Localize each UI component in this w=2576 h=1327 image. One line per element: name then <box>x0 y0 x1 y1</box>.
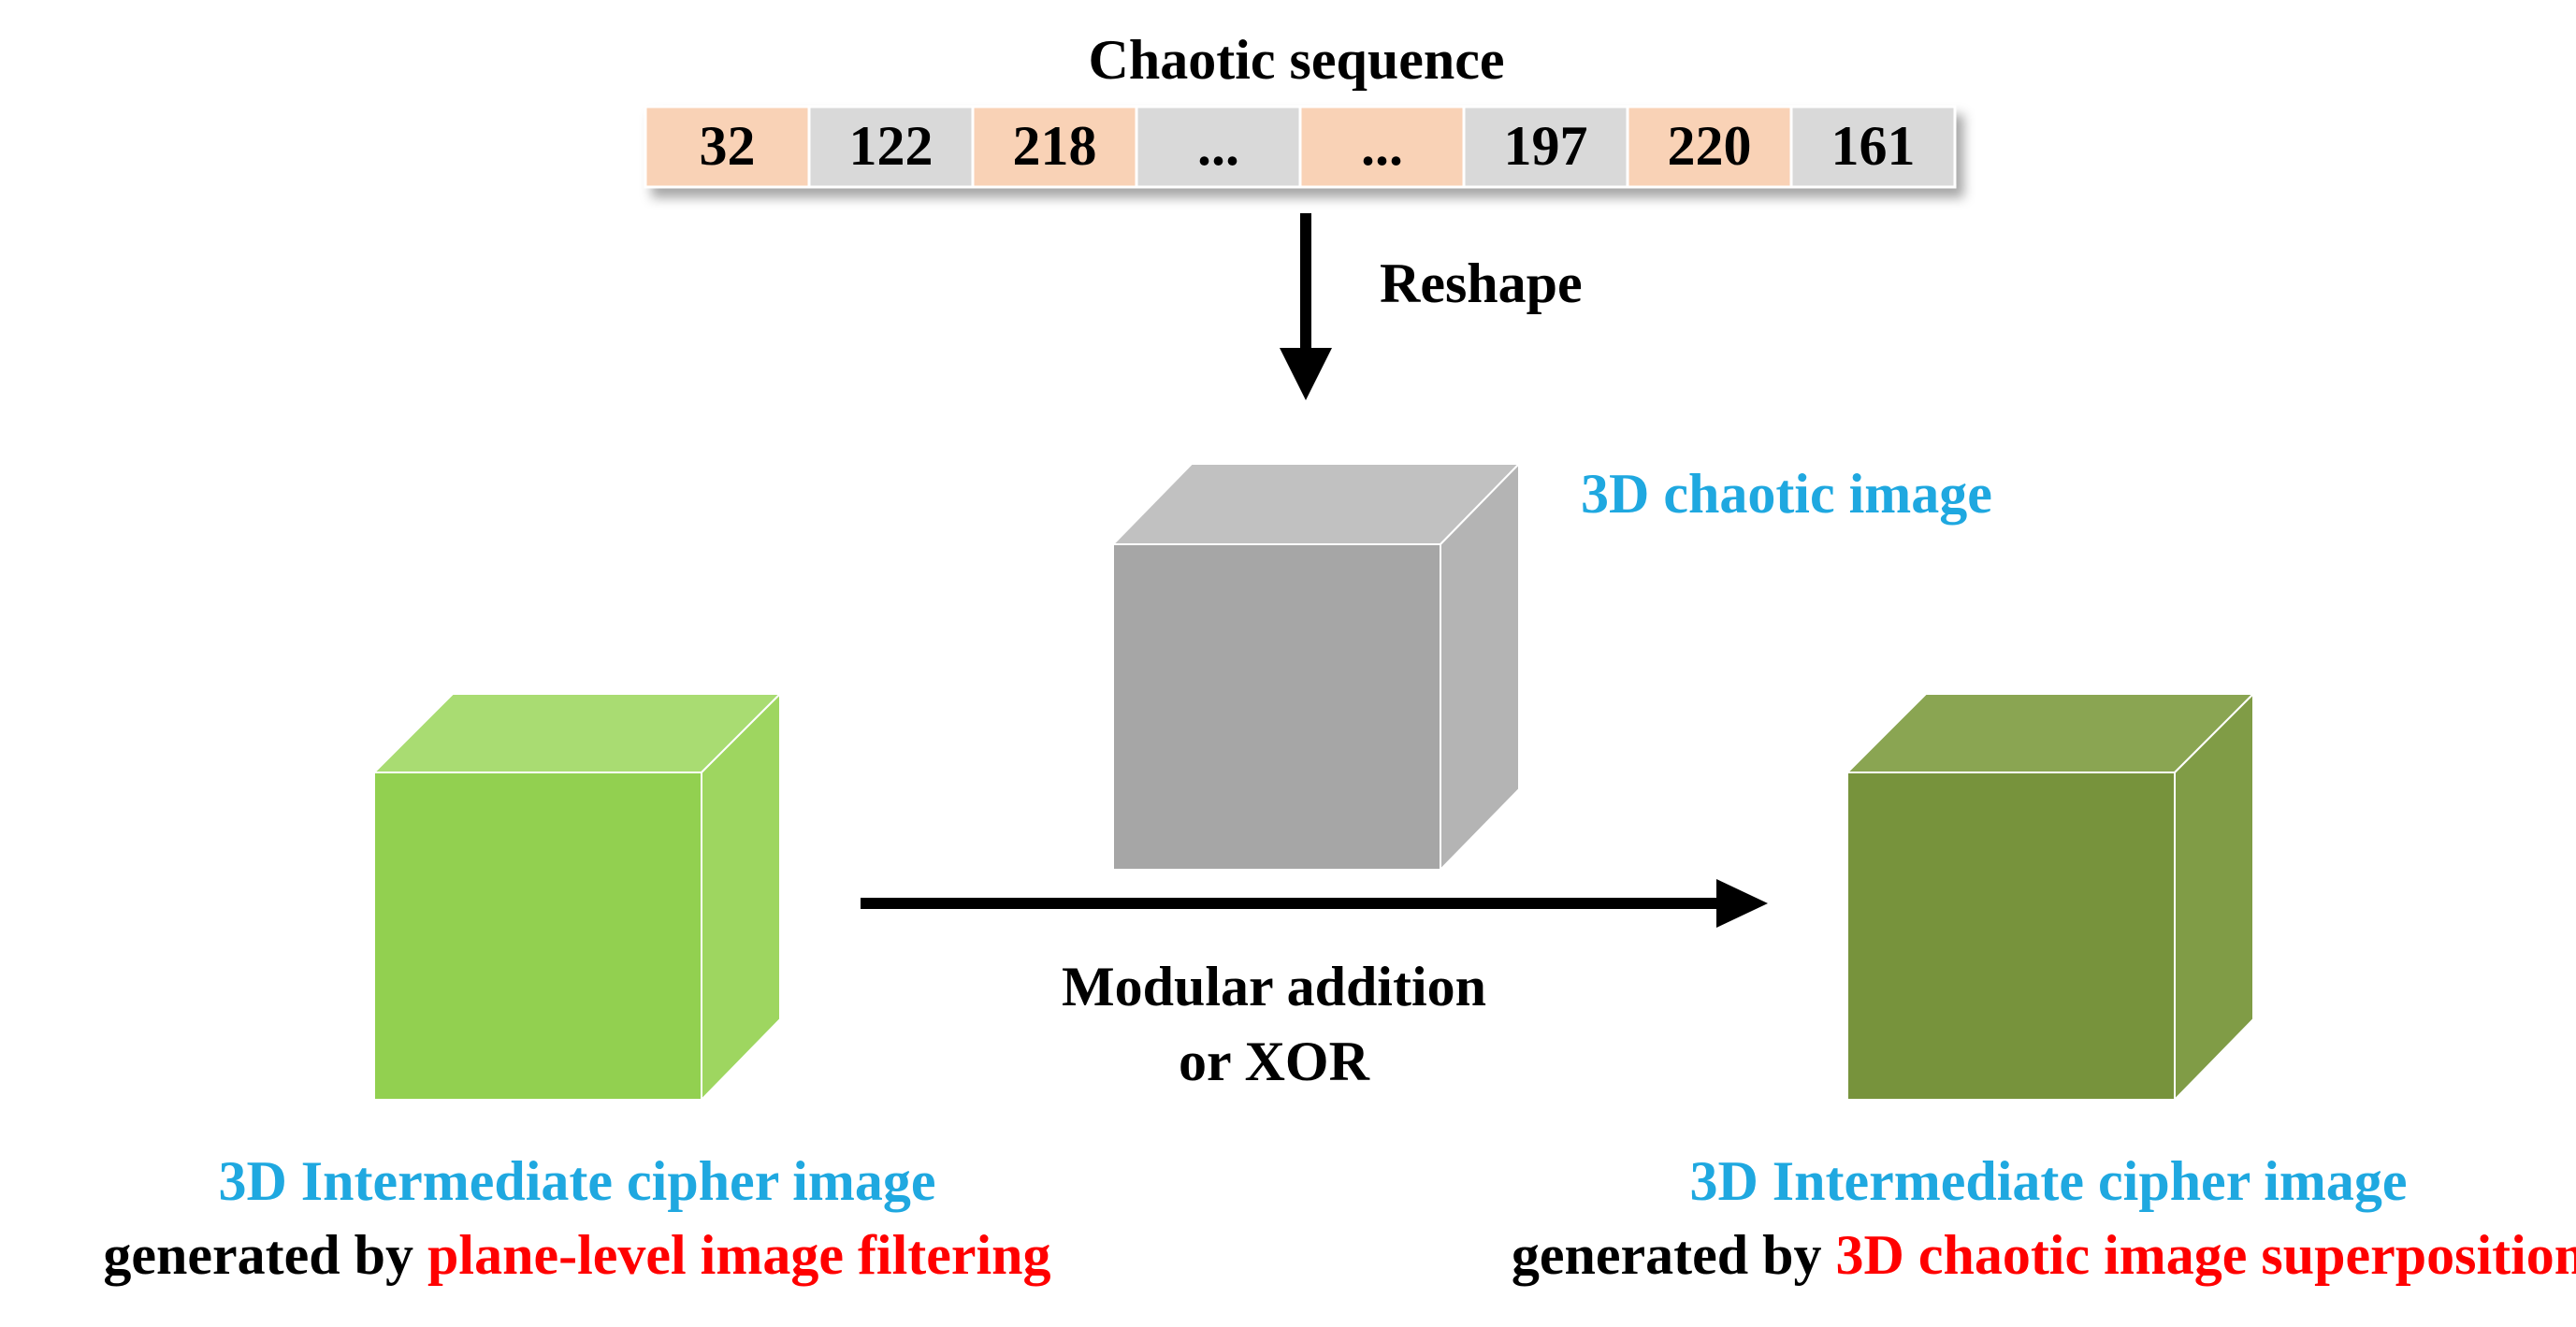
sequence-cell <box>1789 105 1957 189</box>
left-caption-highlight: plane-level image filtering <box>427 1224 1051 1286</box>
reshape-label: Reshape <box>1380 252 1583 314</box>
left-caption-prefix: generated by <box>103 1224 427 1286</box>
operation-label-line2: or XOR <box>1179 1031 1370 1092</box>
reshape-arrow <box>1280 213 1332 400</box>
sequence-cell-value: 220 <box>1668 115 1752 177</box>
chaotic-cube-label: 3D chaotic image <box>1581 463 1992 525</box>
sequence-cell-value: 122 <box>849 115 933 177</box>
sequence-cell-value: ... <box>1361 115 1403 177</box>
sequence-cell <box>644 105 811 189</box>
sequence-cell <box>971 105 1138 189</box>
sequence-cell-value: ... <box>1197 115 1239 177</box>
left-caption-description: generated by plane-level image filtering <box>103 1224 1050 1286</box>
sequence-cell-value: 218 <box>1013 115 1097 177</box>
operation-arrow <box>861 879 1768 928</box>
sequence-title: Chaotic sequence <box>1089 29 1505 91</box>
operation-label-line1: Modular addition <box>1062 956 1486 1017</box>
sequence-cell <box>1626 105 1793 189</box>
right-cipher-cube <box>1845 691 2256 1103</box>
sequence-cell <box>1298 105 1466 189</box>
sequence-cell <box>807 105 975 189</box>
sequence-cell-value: 32 <box>700 115 756 177</box>
right-caption-prefix: generated by <box>1512 1224 1836 1286</box>
right-caption-title: 3D Intermediate cipher image <box>1689 1150 2407 1212</box>
sequence-strip <box>644 105 1957 189</box>
sequence-cell <box>1462 105 1629 189</box>
sequence-cell-value: 161 <box>1831 115 1916 177</box>
right-caption-highlight: 3D chaotic image superposition <box>1835 1224 2576 1286</box>
left-caption-title: 3D Intermediate cipher image <box>218 1150 935 1212</box>
chaotic-cube <box>1110 461 1522 873</box>
sequence-cell-value: 197 <box>1504 115 1588 177</box>
left-cipher-cube <box>371 691 783 1103</box>
right-caption-description: generated by 3D chaotic image superposit… <box>1512 1224 2576 1286</box>
